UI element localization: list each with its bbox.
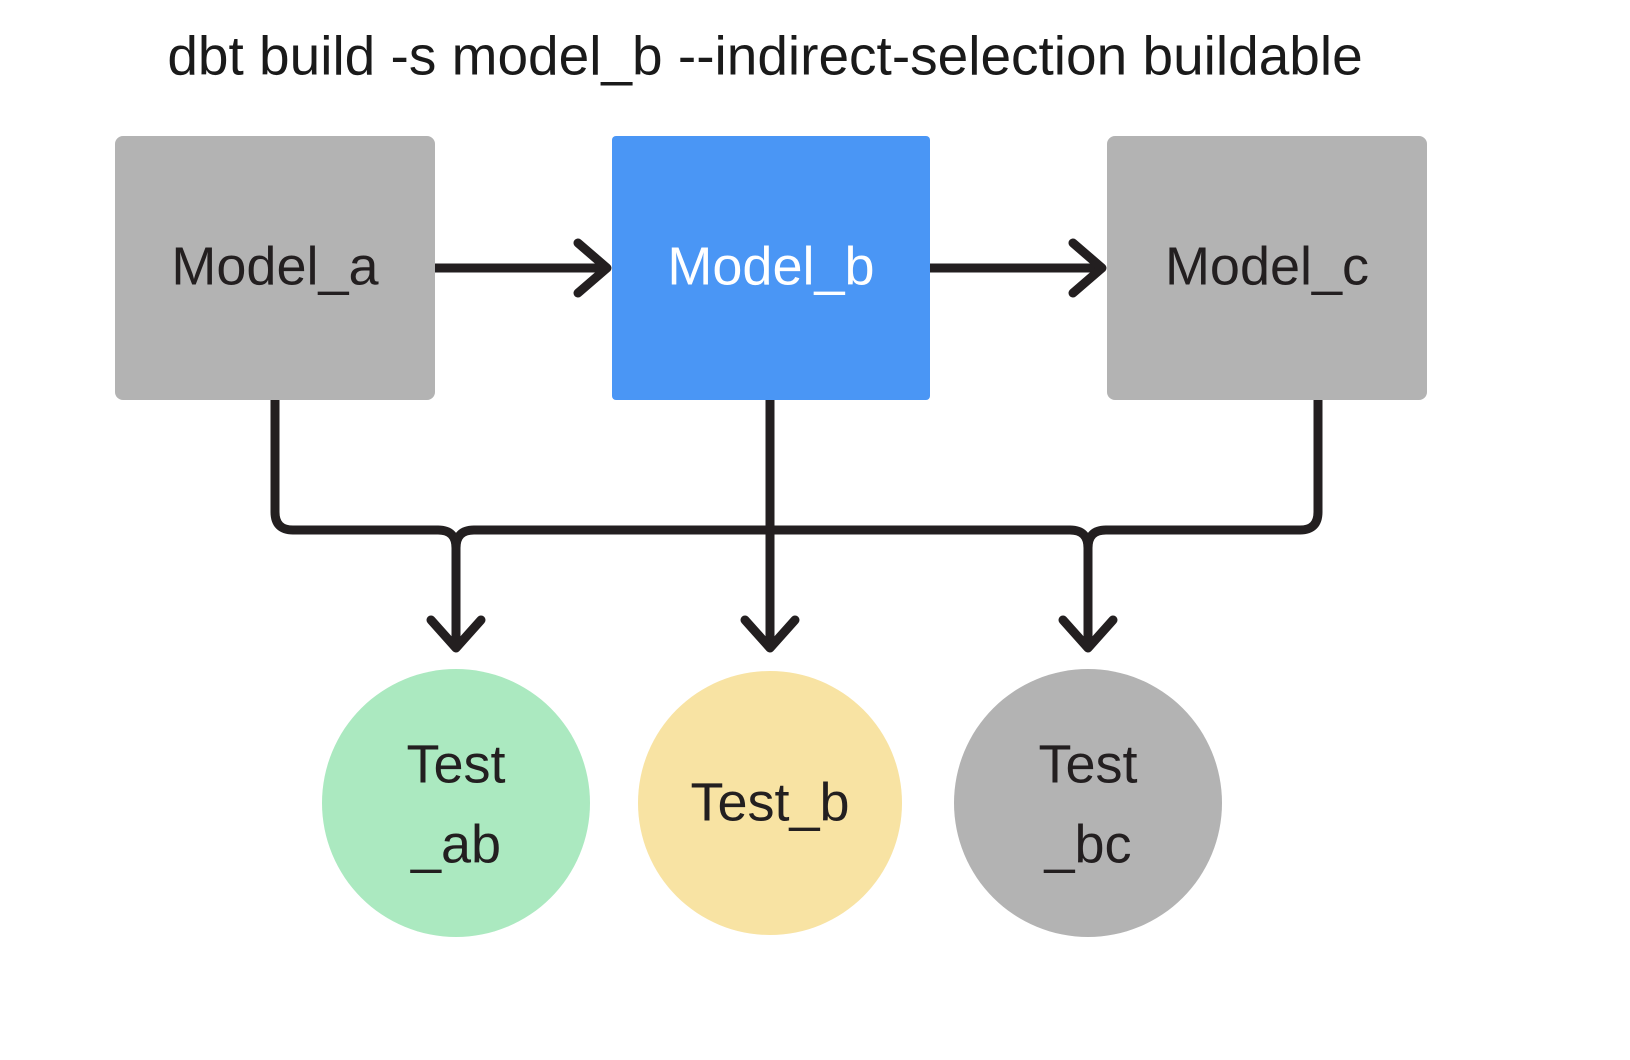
edge-model-b-to-model-c — [925, 238, 1107, 298]
node-test-b[interactable]: Test_b — [638, 671, 902, 935]
edge-model-b-to-test-ab — [451, 525, 775, 643]
test-bc-circle[interactable] — [954, 669, 1222, 937]
model-c-label: Model_c — [1165, 236, 1369, 296]
node-model-b[interactable]: Model_b — [612, 136, 930, 400]
node-model-a[interactable]: Model_a — [115, 136, 435, 400]
arrowhead-test-ab — [426, 615, 486, 653]
model-a-label: Model_a — [171, 236, 379, 296]
model-c-box[interactable] — [1107, 136, 1427, 400]
model-a-box[interactable] — [115, 136, 435, 400]
arrowhead-test-bc — [1058, 615, 1118, 653]
page-title: dbt build -s model_b --indirect-selectio… — [167, 25, 1362, 87]
model-b-box[interactable] — [612, 136, 930, 400]
test-b-label-line1: Test_b — [690, 772, 849, 832]
node-test-bc[interactable]: Test _bc — [954, 669, 1222, 937]
test-bc-label-line1: Test — [1038, 734, 1137, 794]
test-ab-circle[interactable] — [322, 669, 590, 937]
edge-model-a-to-test-ab — [270, 395, 461, 643]
edge-model-b-to-test-bc — [765, 525, 1093, 643]
node-test-ab[interactable]: Test _ab — [322, 669, 590, 937]
edge-model-a-to-model-b — [430, 238, 612, 298]
model-b-label: Model_b — [667, 236, 874, 296]
node-model-c[interactable]: Model_c — [1107, 136, 1427, 400]
test-bc-label-line2: _bc — [1043, 814, 1131, 874]
test-b-circle[interactable] — [638, 671, 902, 935]
edge-model-c-to-test-bc — [1083, 395, 1323, 643]
test-ab-label-line1: Test — [406, 734, 505, 794]
test-ab-label-line2: _ab — [410, 814, 501, 874]
arrowhead-test-b — [740, 615, 800, 653]
